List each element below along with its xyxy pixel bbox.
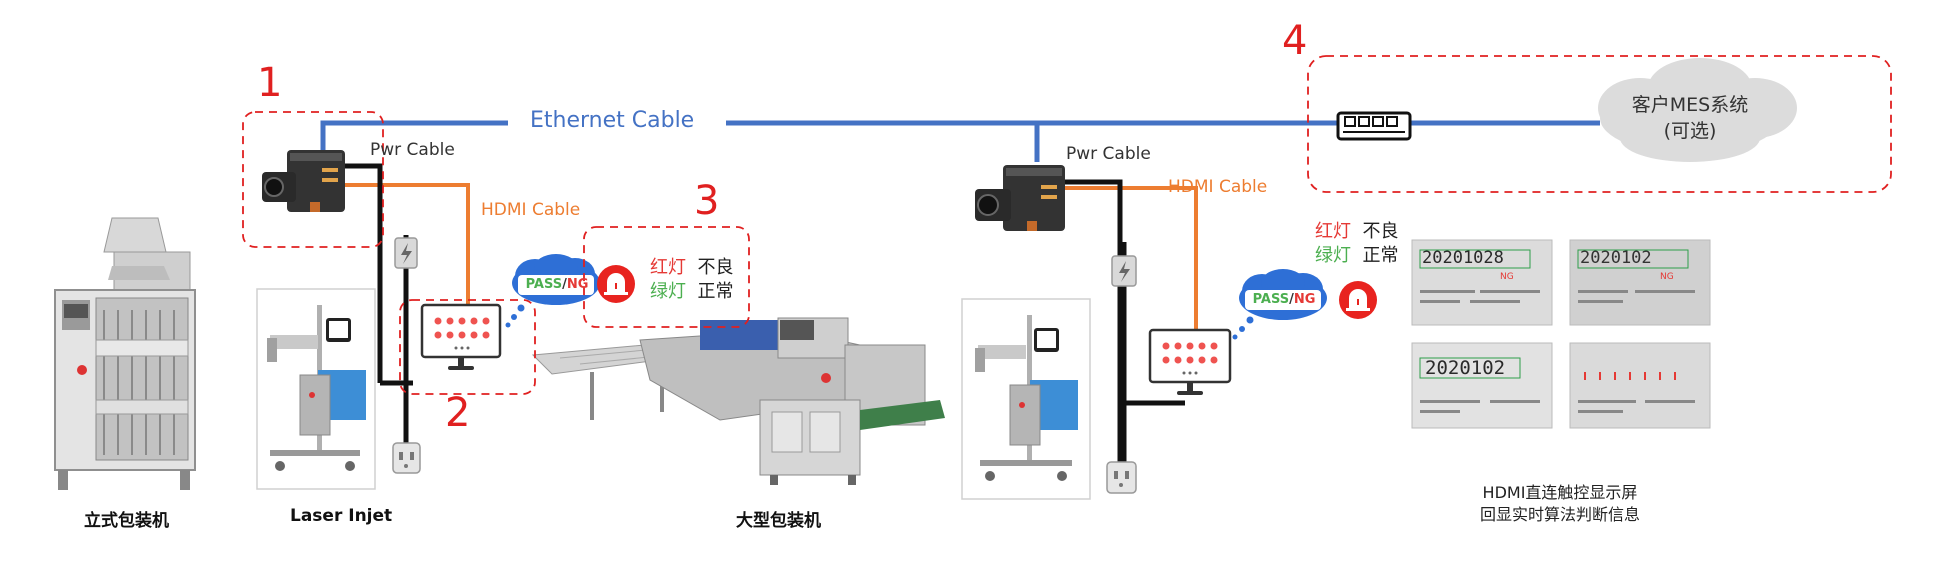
pass-ng-bubble	[1232, 269, 1327, 340]
sample-ng-tag-1: NG	[1500, 272, 1514, 282]
green-light-label: 绿灯	[650, 281, 686, 302]
surge-protector-icon	[1111, 255, 1137, 287]
hdmi-cable-label-left: HDMI Cable	[481, 200, 581, 220]
power-cable-label-right: Pwr Cable	[1066, 144, 1151, 164]
power-cable-label-left: Pwr Cable	[370, 140, 455, 160]
alarm-light-icon	[597, 265, 635, 303]
vertical-packing-machine-image	[54, 217, 196, 490]
power-outlet-icon	[1106, 461, 1137, 494]
marker-4: 4	[1282, 18, 1308, 64]
sample-code-3: 2020102	[1425, 357, 1506, 379]
sample-ng-tag-2: NG	[1660, 272, 1674, 282]
hdmi-cable-label-right: HDMI Cable	[1168, 177, 1268, 197]
red-light-value: 不良	[697, 257, 734, 278]
sample-code-2: 2020102	[1580, 248, 1652, 268]
caption-display-line1: HDMI直连触控显示屏	[1482, 483, 1638, 502]
red-light-label: 红灯	[650, 257, 686, 278]
pass-text: PASS	[1252, 292, 1290, 307]
dashed-callouts	[242, 55, 1892, 395]
pass-ng-label-right: PASS/NG	[1247, 290, 1321, 310]
monitor-icon	[1148, 328, 1232, 395]
red-light-value: 不良	[1362, 221, 1399, 242]
callout-alarm	[583, 226, 750, 328]
ng-text: NG	[1293, 292, 1316, 307]
green-light-value: 正常	[1362, 245, 1399, 266]
smart-camera-icon	[975, 165, 1065, 231]
laser-inkjet-image	[961, 298, 1091, 500]
smart-camera-icon	[262, 150, 345, 212]
caption-display: HDMI直连触控显示屏 回显实时算法判断信息	[1440, 482, 1680, 526]
status-legend-right: 红灯 不良 绿灯 正常	[1315, 220, 1398, 268]
ethernet-cable-label: Ethernet Cable	[530, 108, 695, 133]
mes-system-line2: (可选)	[1663, 120, 1717, 142]
surge-protector-icon	[394, 237, 418, 269]
caption-display-line2: 回显实时算法判断信息	[1479, 505, 1640, 524]
green-light-value: 正常	[697, 281, 734, 302]
mes-system-line1: 客户MES系统	[1631, 94, 1749, 116]
callout-mes	[1307, 55, 1892, 193]
green-light-label: 绿灯	[1315, 245, 1351, 266]
marker-1: 1	[257, 60, 283, 106]
pass-text: PASS	[525, 277, 563, 292]
pass-ng-separator: /	[562, 277, 567, 292]
monitor-icon	[420, 303, 502, 370]
mes-system-label: 客户MES系统 (可选)	[1615, 92, 1765, 144]
power-cable-left	[340, 163, 413, 443]
pass-ng-bubble	[505, 254, 600, 328]
laser-inkjet-image	[256, 288, 376, 490]
status-legend-left: 红灯 不良 绿灯 正常	[650, 256, 733, 304]
callout-monitor	[399, 299, 536, 395]
marker-3: 3	[694, 178, 720, 224]
mes-cloud-icon	[1598, 58, 1797, 162]
alarm-light-icon	[1339, 281, 1377, 319]
ng-text: NG	[566, 277, 589, 292]
marker-2: 2	[445, 390, 471, 436]
network-switch-icon	[1336, 111, 1412, 141]
caption-vertical-packer: 立式包装机	[84, 511, 169, 531]
sample-images	[1411, 239, 1711, 429]
power-outlet-icon	[392, 442, 421, 474]
caption-laser-injet: Laser Injet	[290, 506, 393, 526]
hdmi-cable-left	[340, 183, 470, 308]
caption-large-packer: 大型包装机	[736, 511, 821, 531]
red-light-label: 红灯	[1315, 221, 1351, 242]
pass-ng-separator: /	[1289, 292, 1294, 307]
pass-ng-label-left: PASS/NG	[520, 275, 594, 295]
ethernet-cable	[320, 120, 1600, 162]
callout-camera	[242, 111, 384, 248]
large-packing-machine-image	[531, 317, 945, 485]
sample-code-1: 20201028	[1422, 248, 1504, 268]
hdmi-cable-right	[1063, 186, 1198, 330]
